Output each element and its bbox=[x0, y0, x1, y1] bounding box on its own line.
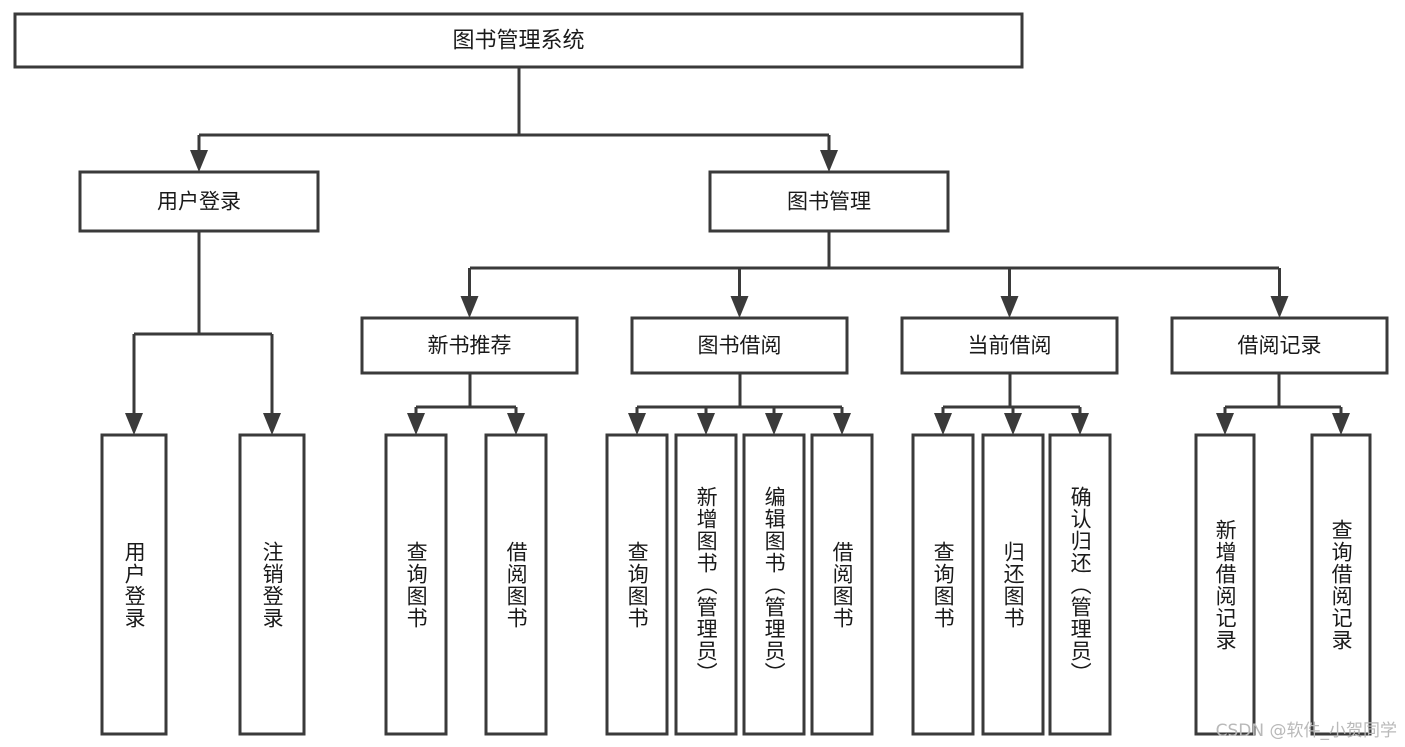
arrow-head-icon-leaf-5 bbox=[697, 413, 715, 435]
node-box-level2-0[interactable] bbox=[78, 170, 320, 233]
arrow-head-icon-leaf-12 bbox=[1332, 413, 1350, 435]
node-box-leaf-9[interactable] bbox=[981, 433, 1045, 736]
arrow-head-icon-leaf-10 bbox=[1071, 413, 1089, 435]
arrow-head-icon-leaf-11 bbox=[1216, 413, 1234, 435]
node-box-leaf-3[interactable] bbox=[484, 433, 548, 736]
node-box-level2-1[interactable] bbox=[708, 170, 950, 233]
node-label-root: 图书管理系统 bbox=[452, 29, 584, 54]
node-box-root[interactable] bbox=[13, 12, 1024, 69]
arrow-head-icon-leaf-2 bbox=[407, 413, 425, 435]
watermark-text: CSDN @软件_小贺同学 bbox=[1215, 721, 1397, 741]
node-box-leaf-6[interactable] bbox=[742, 433, 806, 736]
boxes-layer bbox=[13, 12, 1389, 736]
node-box-leaf-8[interactable] bbox=[911, 433, 975, 736]
node-label-level3-3: 借阅记录 bbox=[1238, 334, 1322, 358]
node-box-leaf-4[interactable] bbox=[605, 433, 669, 736]
node-box-leaf-5[interactable] bbox=[674, 433, 738, 736]
node-label-level2-1: 图书管理 bbox=[787, 190, 871, 214]
arrow-head-icon-leaf-6 bbox=[765, 413, 783, 435]
arrow-head-icon-level2-0 bbox=[190, 150, 208, 172]
arrow-head-icon-leaf-3 bbox=[507, 413, 525, 435]
node-box-leaf-0[interactable] bbox=[100, 433, 168, 736]
node-box-level3-2[interactable] bbox=[900, 316, 1119, 375]
arrow-head-icon-level3-2 bbox=[1000, 296, 1019, 318]
node-box-leaf-7[interactable] bbox=[810, 433, 874, 736]
arrow-head-icon-leaf-9 bbox=[1004, 413, 1022, 435]
node-label-level3-0: 新书推荐 bbox=[428, 334, 512, 358]
node-box-leaf-2[interactable] bbox=[384, 433, 448, 736]
node-box-leaf-1[interactable] bbox=[238, 433, 306, 736]
node-box-leaf-10[interactable] bbox=[1048, 433, 1112, 736]
arrow-head-icon-level2-1 bbox=[820, 150, 838, 172]
node-box-level3-3[interactable] bbox=[1170, 316, 1389, 375]
arrow-head-icon-leaf-1 bbox=[263, 413, 281, 435]
arrow-head-icon-level3-3 bbox=[1270, 296, 1289, 318]
node-box-level3-0[interactable] bbox=[360, 316, 579, 375]
arrow-head-icon-leaf-4 bbox=[628, 413, 646, 435]
node-box-level3-1[interactable] bbox=[630, 316, 849, 375]
node-box-leaf-11[interactable] bbox=[1194, 433, 1256, 736]
node-label-level3-1: 图书借阅 bbox=[698, 334, 782, 358]
node-box-leaf-12[interactable] bbox=[1310, 433, 1372, 736]
arrow-head-icon-leaf-0 bbox=[125, 413, 143, 435]
node-label-level2-0: 用户登录 bbox=[157, 190, 241, 214]
arrow-head-icon-level3-1 bbox=[730, 296, 749, 318]
arrow-head-icon-leaf-7 bbox=[833, 413, 851, 435]
connectors-layer bbox=[125, 67, 1350, 435]
node-label-level3-2: 当前借阅 bbox=[968, 334, 1052, 358]
arrow-head-icon-leaf-8 bbox=[934, 413, 952, 435]
arrow-head-icon-level3-0 bbox=[460, 296, 479, 318]
